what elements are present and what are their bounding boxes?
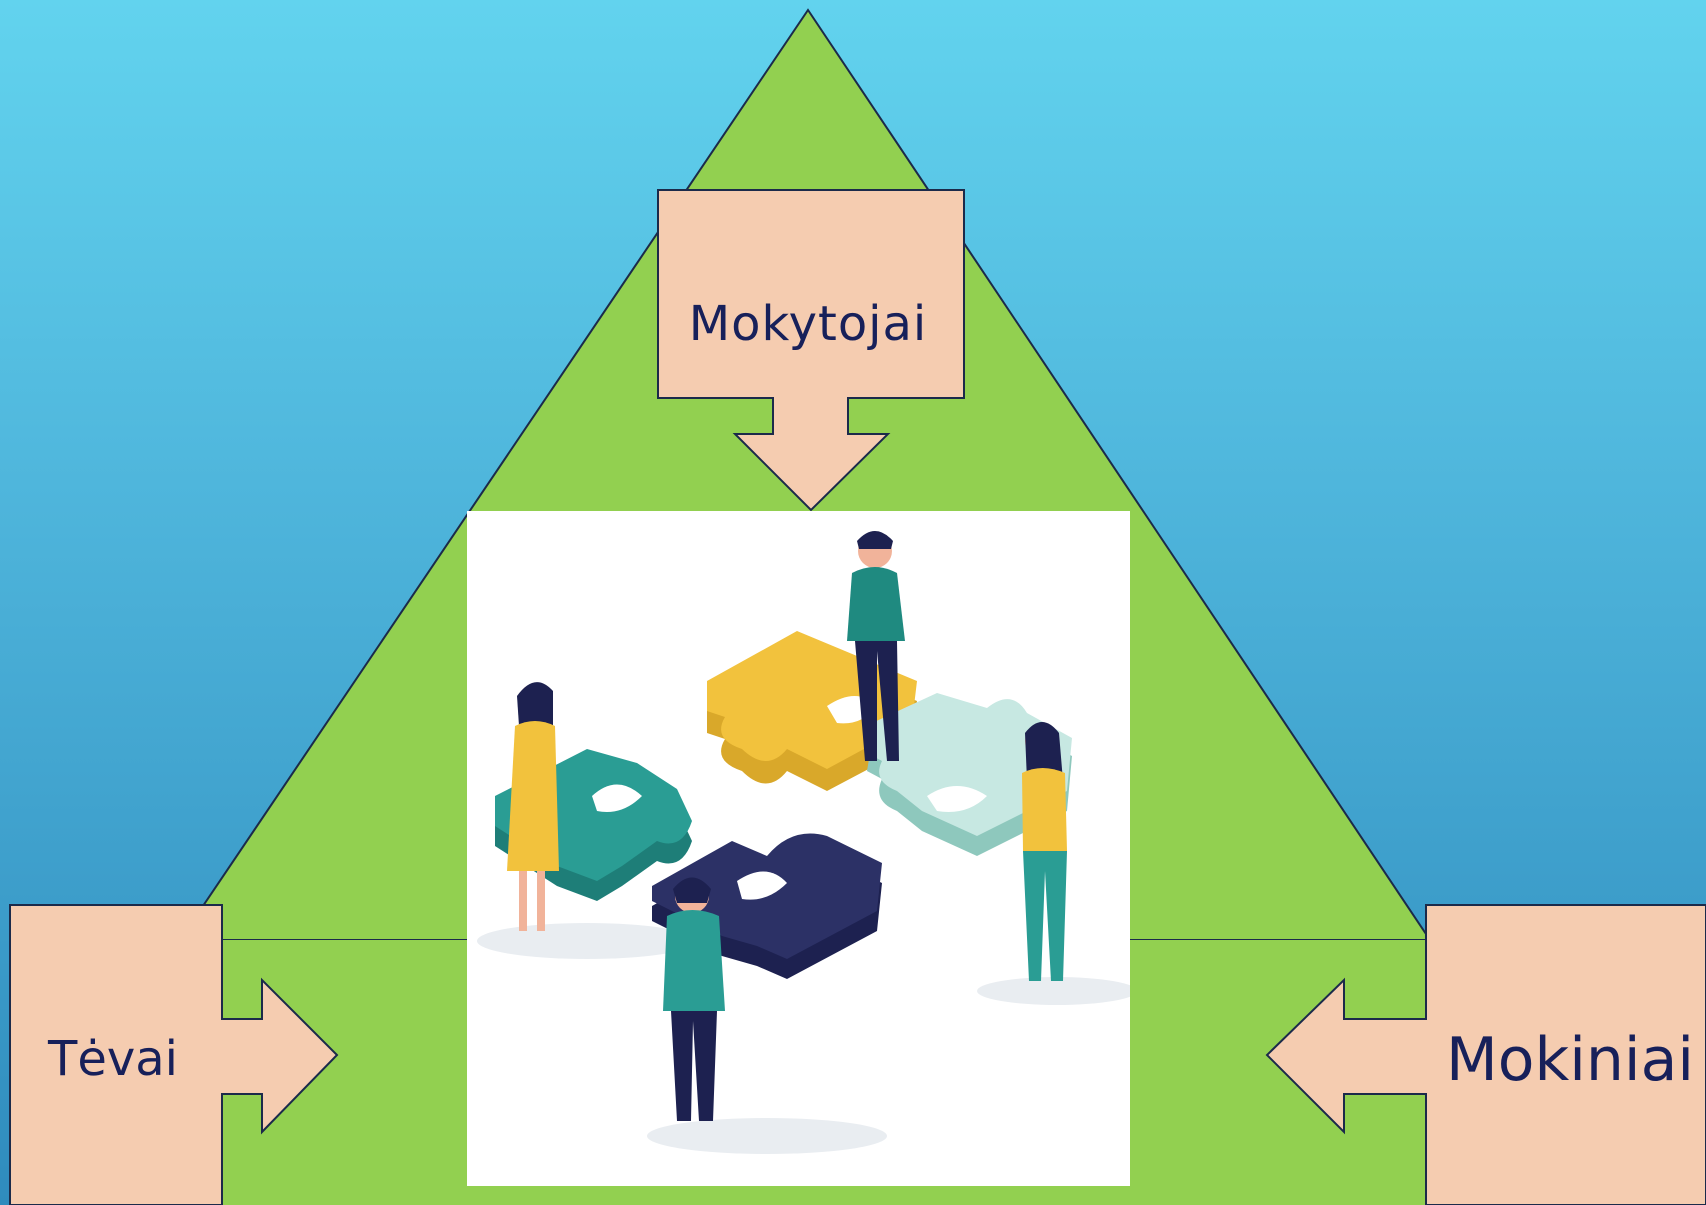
top-callout-shape [657, 189, 965, 512]
floor-shadow [977, 977, 1137, 1005]
right-callout-shape [1265, 904, 1706, 1205]
man-figure [847, 531, 905, 761]
label-tevai: Tėvai [48, 1031, 179, 1087]
floor-shadow [647, 1118, 887, 1154]
man-front-figure [663, 877, 725, 1121]
mint-puzzle-piece [867, 693, 1072, 856]
label-mokytojai: Mokytojai [688, 296, 928, 352]
puzzle-illustration [467, 511, 1137, 1186]
woman-right-figure [1022, 722, 1067, 981]
left-callout-shape [9, 904, 339, 1205]
floor-shadow [477, 923, 697, 959]
woman-left-figure [507, 682, 559, 931]
label-mokiniai: Mokiniai [1446, 1025, 1695, 1095]
